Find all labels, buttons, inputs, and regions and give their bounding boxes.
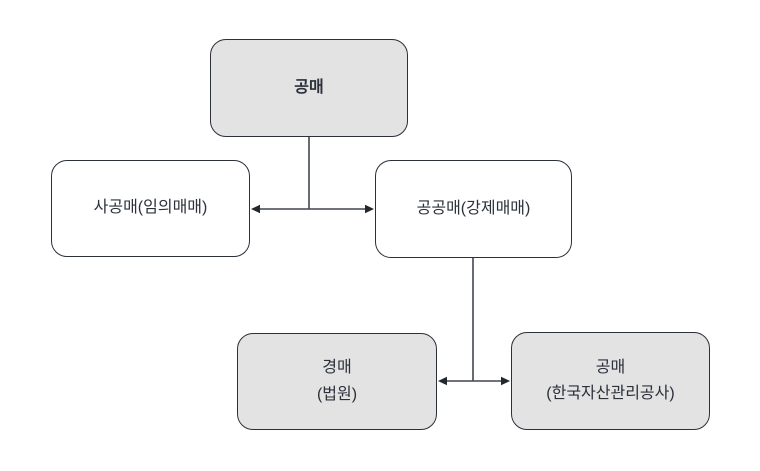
node-public-sale-root: 공매	[210, 39, 408, 137]
node-private-sale: 사공매(임의매매)	[51, 160, 250, 257]
arrowhead-left-icon	[251, 204, 260, 214]
arrowhead-right-icon	[365, 204, 374, 214]
node-public-compulsory-sale: 공공매(강제매매)	[375, 160, 572, 258]
node-label: 공매	[294, 78, 324, 96]
arrowhead-left-icon	[438, 376, 447, 386]
node-label: 공매 (한국자산관리공사)	[546, 358, 675, 402]
arrowhead-right-icon	[501, 376, 510, 386]
node-label: 경매 (법원)	[316, 359, 358, 403]
node-auction-court: 경매 (법원)	[237, 333, 437, 430]
node-public-auction-kamco: 공매 (한국자산관리공사)	[511, 332, 710, 430]
node-label: 사공매(임의매매)	[93, 199, 208, 217]
node-label: 공공매(강제매매)	[416, 199, 531, 217]
